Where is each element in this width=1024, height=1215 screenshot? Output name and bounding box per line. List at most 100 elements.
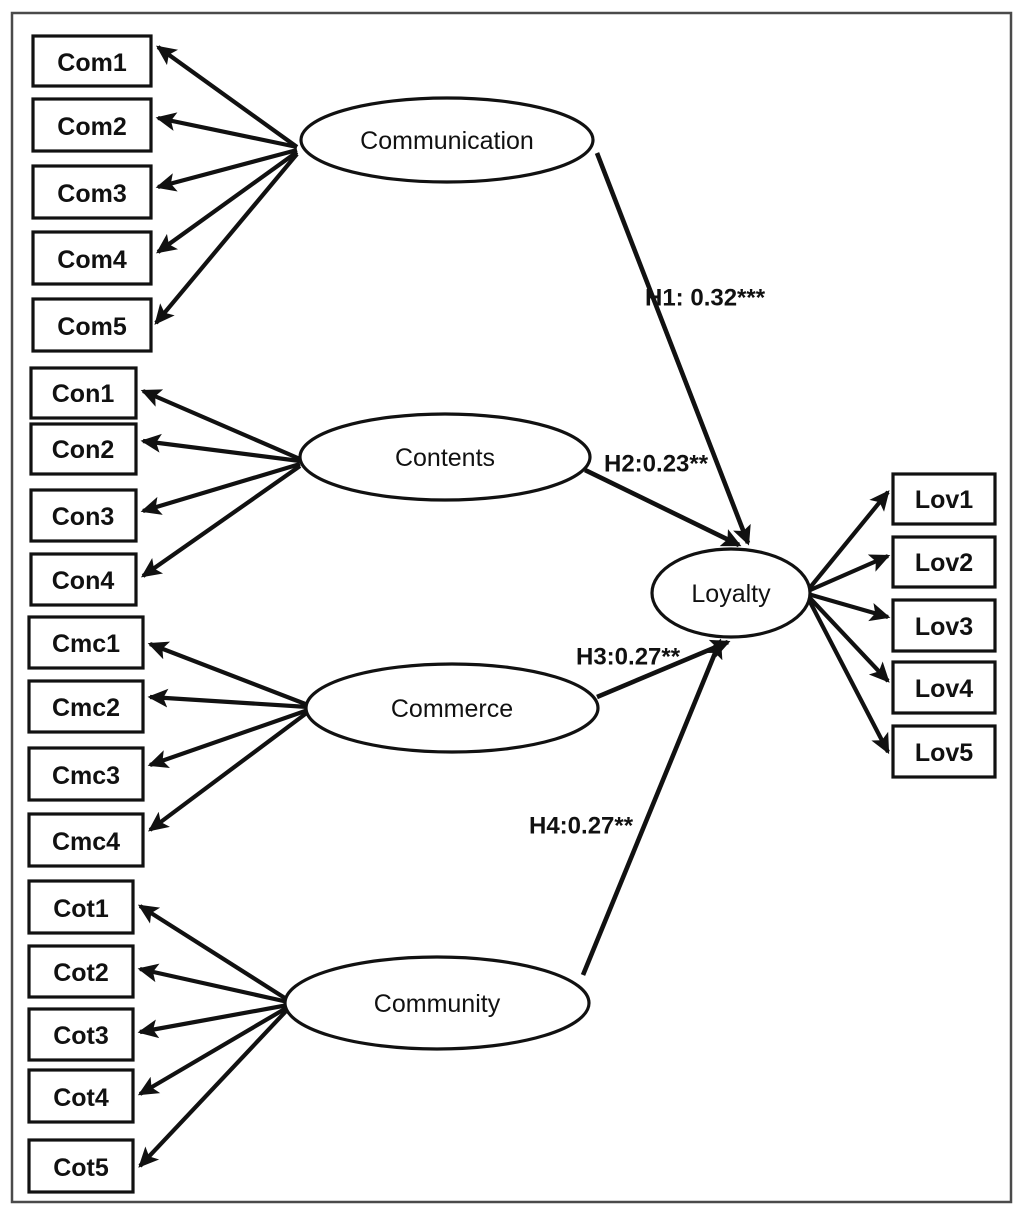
- indicator-cmc2[interactable]: Cmc2: [27, 679, 145, 734]
- indicator-label-com1: Com1: [57, 49, 127, 77]
- loading-arrow-cmc2: [147, 688, 309, 710]
- indicator-label-con4: Con4: [52, 567, 115, 595]
- indicator-lov5[interactable]: Lov5: [891, 724, 997, 779]
- path-label-h2: H2:0.23**: [604, 451, 709, 478]
- indicator-box-con1[interactable]: [29, 366, 138, 420]
- indicator-box-com3[interactable]: [31, 164, 153, 220]
- loading-arrow-cot1: [137, 904, 290, 1002]
- indicator-box-cot4[interactable]: [27, 1068, 135, 1124]
- path-label-h4: H4:0.27**: [529, 813, 634, 840]
- loading-arrow-con2: [140, 433, 301, 464]
- loading-arrow-cmc1: [147, 641, 309, 707]
- indicator-box-lov3[interactable]: [891, 598, 997, 653]
- indicator-box-lov1[interactable]: [891, 472, 997, 526]
- indicator-con4[interactable]: Con4: [29, 552, 138, 607]
- indicator-lov1[interactable]: Lov1: [891, 472, 997, 526]
- measurement-arrows-community: [137, 904, 290, 1168]
- indicator-box-lov5[interactable]: [891, 724, 997, 779]
- loading-arrow-com2: [155, 112, 298, 150]
- indicator-con1[interactable]: Con1: [29, 366, 138, 420]
- loading-arrow-con3: [140, 461, 301, 515]
- loading-arrow-cot5: [138, 1007, 290, 1168]
- structural-arrow-h2: [583, 467, 742, 548]
- indicator-lov2[interactable]: Lov2: [891, 535, 997, 589]
- indicator-cot3[interactable]: Cot3: [27, 1007, 135, 1062]
- latent-ellipse-commerce[interactable]: [304, 662, 600, 754]
- latent-loyalty[interactable]: Loyalty: [650, 547, 812, 639]
- path-label-h3: H3:0.27**: [576, 644, 681, 671]
- indicator-label-cot2: Cot2: [53, 959, 109, 987]
- latent-contents[interactable]: Contents: [298, 412, 592, 502]
- latent-ellipse-loyalty[interactable]: [650, 547, 812, 639]
- indicator-label-com2: Com2: [57, 113, 126, 141]
- loading-arrow-lov1: [806, 490, 890, 592]
- indicator-box-com4[interactable]: [31, 230, 153, 286]
- indicator-cot1[interactable]: Cot1: [27, 879, 135, 935]
- indicator-box-lov2[interactable]: [891, 535, 997, 589]
- path-label-h1: H1: 0.32***: [645, 285, 766, 312]
- indicator-box-cmc1[interactable]: [27, 615, 145, 670]
- indicator-com1[interactable]: Com1: [31, 34, 153, 88]
- loading-arrow-com5: [154, 152, 299, 325]
- indicator-com3[interactable]: Com3: [31, 164, 153, 220]
- indicator-box-cmc3[interactable]: [27, 746, 145, 802]
- loading-arrow-lov5: [806, 597, 890, 755]
- indicator-box-com5[interactable]: [31, 297, 153, 353]
- indicator-lov4[interactable]: Lov4: [891, 660, 997, 715]
- loading-arrow-con1: [140, 389, 301, 461]
- latent-communication[interactable]: Communication: [299, 96, 595, 184]
- indicator-box-con3[interactable]: [29, 488, 138, 543]
- measurement-arrows-commerce: [147, 641, 310, 832]
- indicator-label-cmc1: Cmc1: [52, 630, 120, 658]
- indicator-label-con3: Con3: [52, 503, 115, 531]
- loading-arrow-cot4: [137, 1005, 290, 1096]
- latent-ellipse-communication[interactable]: [299, 96, 595, 184]
- indicator-con3[interactable]: Con3: [29, 488, 138, 543]
- indicator-con2[interactable]: Con2: [29, 422, 138, 476]
- latent-label-contents: Contents: [395, 444, 495, 472]
- indicator-cmc1[interactable]: Cmc1: [27, 615, 145, 670]
- latent-ellipse-contents[interactable]: [298, 412, 592, 502]
- indicator-label-cmc2: Cmc2: [52, 694, 120, 722]
- latent-commerce[interactable]: Commerce: [304, 662, 600, 754]
- indicator-box-com2[interactable]: [31, 97, 153, 153]
- indicator-box-cot3[interactable]: [27, 1007, 135, 1062]
- indicator-label-lov4: Lov4: [915, 675, 973, 703]
- loading-arrow-cot2: [137, 963, 289, 1005]
- indicator-lov3[interactable]: Lov3: [891, 598, 997, 653]
- loading-arrow-com4: [156, 150, 299, 254]
- latent-ellipse-community[interactable]: [283, 955, 591, 1051]
- structural-paths: [580, 152, 751, 976]
- indicator-box-con4[interactable]: [29, 552, 138, 607]
- indicator-cot5[interactable]: Cot5: [27, 1138, 135, 1194]
- path-coefficient-labels: H1: 0.32*** H2:0.23** H3:0.27** H4:0.27*…: [529, 285, 766, 840]
- indicator-cot4[interactable]: Cot4: [27, 1068, 135, 1124]
- indicator-cot2[interactable]: Cot2: [27, 944, 135, 999]
- indicator-box-lov4[interactable]: [891, 660, 997, 715]
- indicator-box-con2[interactable]: [29, 422, 138, 476]
- indicator-label-cot4: Cot4: [53, 1084, 109, 1112]
- loading-arrow-cot3: [137, 1002, 289, 1039]
- indicator-com2[interactable]: Com2: [31, 97, 153, 153]
- indicator-label-cmc4: Cmc4: [52, 828, 120, 856]
- indicator-box-cot5[interactable]: [27, 1138, 135, 1194]
- indicator-box-com1[interactable]: [31, 34, 153, 88]
- indicator-box-cot2[interactable]: [27, 944, 135, 999]
- indicator-com5[interactable]: Com5: [31, 297, 153, 353]
- indicator-label-con1: Con1: [52, 380, 115, 408]
- indicator-box-cmc2[interactable]: [27, 679, 145, 734]
- latent-community[interactable]: Community: [283, 955, 591, 1051]
- indicator-cmc3[interactable]: Cmc3: [27, 746, 145, 802]
- loading-arrow-con4: [140, 464, 302, 578]
- indicator-label-con2: Con2: [52, 436, 115, 464]
- indicator-box-cmc4[interactable]: [27, 812, 145, 868]
- indicator-com4[interactable]: Com4: [31, 230, 153, 286]
- loading-arrow-lov2: [807, 554, 891, 593]
- measurement-arrows-contents: [140, 389, 302, 578]
- figure-frame: [10, 11, 1013, 1204]
- indicator-label-com3: Com3: [57, 180, 126, 208]
- indicator-cmc4[interactable]: Cmc4: [27, 812, 145, 868]
- indicator-box-cot1[interactable]: [27, 879, 135, 935]
